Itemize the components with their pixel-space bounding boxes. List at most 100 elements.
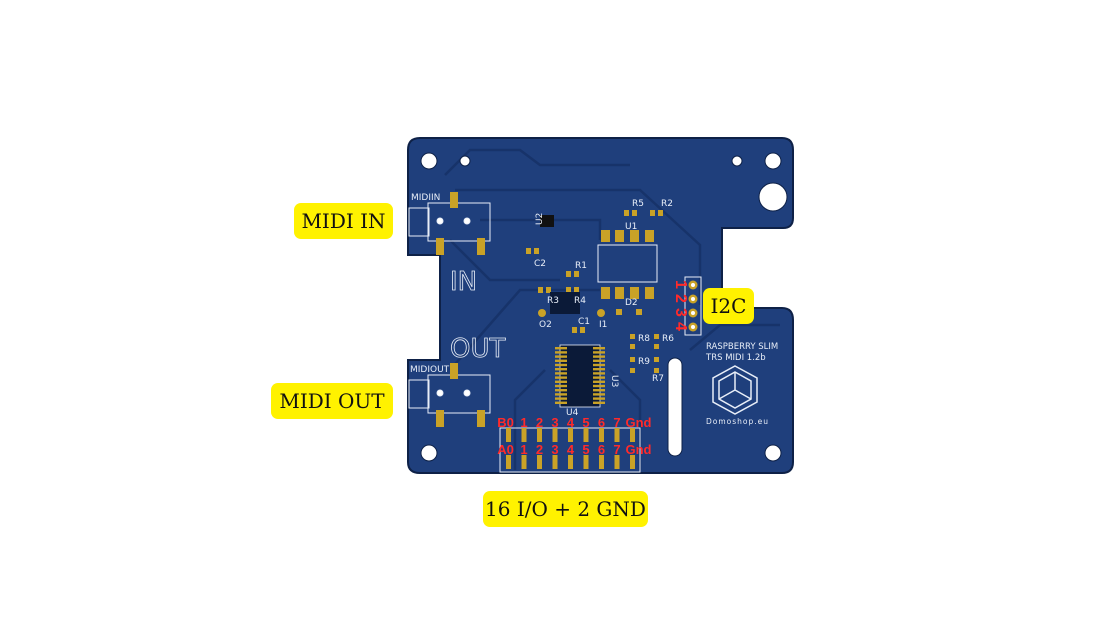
port-b-label: 4: [567, 415, 575, 430]
port-a-label: 7: [613, 442, 620, 457]
header-pin: [506, 455, 511, 469]
u3-pin: [555, 384, 567, 388]
header-pin: [599, 455, 604, 469]
label-r6: R6: [662, 334, 674, 344]
i2c-pad-hole: [691, 311, 695, 315]
i2c-pin-number: 3: [672, 308, 689, 317]
u3-pin: [555, 347, 567, 350]
midi-out-jack: [408, 374, 491, 414]
u3-pin: [555, 389, 567, 392]
u3-pin: [593, 384, 605, 388]
port-a-label: Gnd: [626, 442, 652, 457]
label-u1: U1: [625, 222, 637, 232]
callout-midi-in: MIDI IN: [294, 203, 393, 239]
board-slot: [667, 357, 683, 457]
label-r5: R5: [632, 199, 644, 209]
header-pin: [614, 428, 620, 442]
port-b-label: 1: [520, 415, 527, 430]
i2c-pads: [688, 280, 698, 332]
label-out: OUT: [450, 334, 505, 364]
u3-pin: [593, 380, 605, 383]
port-a-label: 5: [582, 442, 589, 457]
header-pin: [630, 428, 635, 442]
u3-pin: [555, 355, 567, 358]
u3-pin: [593, 355, 605, 358]
u2-chip: [540, 215, 554, 227]
copper-pads: [436, 192, 663, 427]
label-r8: R8: [638, 334, 650, 344]
u3-pin: [593, 351, 605, 354]
u3-pin: [593, 347, 605, 350]
port-b-label: 7: [613, 415, 620, 430]
u3-pin: [593, 359, 605, 362]
header-pin: [583, 455, 589, 469]
header-pin: [537, 428, 542, 442]
u3-pin: [555, 401, 567, 404]
header-pin: [583, 428, 589, 442]
u3-pin: [593, 376, 605, 379]
header-pin: [552, 428, 558, 442]
label-u2: U2: [535, 213, 545, 225]
header-pin: [537, 455, 542, 469]
u3-pin: [555, 393, 567, 396]
port-b-label: 2: [536, 415, 543, 430]
u3-pin: [593, 393, 605, 396]
io-header-pins: [506, 428, 635, 469]
label-d2: D2: [625, 298, 638, 308]
label-c2: C2: [534, 259, 546, 269]
i2c-pad-hole: [691, 325, 695, 329]
callout-i2c: I2C: [703, 288, 754, 324]
label-r1: R1: [575, 261, 587, 271]
u3-pin: [555, 372, 567, 375]
u3-pin: [593, 401, 605, 404]
u3-pin: [555, 363, 567, 367]
label-o2: O2: [539, 320, 552, 330]
callout-16-io-2-gnd: 16 I/O + 2 GND: [483, 491, 648, 527]
u3-pin: [593, 368, 605, 371]
i2c-pin-number: 1: [672, 280, 689, 289]
i2c-pad-hole: [691, 283, 695, 287]
header-pin: [599, 428, 604, 442]
u4-chip: [550, 292, 580, 314]
traces: [444, 148, 780, 470]
u3-pin: [555, 376, 567, 379]
i2c-pin-number: 2: [672, 294, 689, 303]
u3-pin: [593, 372, 605, 375]
u3-pin: [555, 380, 567, 383]
port-a-label: 6: [598, 442, 605, 457]
u3-pin: [555, 397, 567, 400]
i2c-pin-number: 4: [672, 322, 689, 331]
label-r7: R7: [652, 374, 664, 384]
label-c1: C1: [578, 317, 590, 327]
u3-pin: [593, 397, 605, 400]
label-u4: U4: [566, 408, 579, 418]
label-r9: R9: [638, 357, 650, 367]
i2c-header-outline: [684, 276, 702, 336]
header-pin: [521, 428, 527, 442]
u3-pin: [555, 368, 567, 371]
label-r2: R2: [661, 199, 673, 209]
label-r3: R3: [547, 296, 559, 306]
header-pin: [568, 428, 573, 442]
i2c-pad-hole: [691, 297, 695, 301]
u3-body: [559, 344, 601, 408]
midi-in-jack: [408, 202, 491, 242]
header-pin: [521, 455, 527, 469]
header-pin: [614, 455, 620, 469]
label-midiout: MIDIOUT: [410, 365, 450, 375]
u3-chip: [555, 344, 605, 408]
header-pin: [552, 455, 558, 469]
header-pin: [506, 428, 511, 442]
port-b-label: 3: [551, 415, 558, 430]
port-a-label: 4: [567, 442, 575, 457]
label-in: IN: [450, 267, 477, 297]
domoshop-logo-icon: [712, 365, 758, 415]
port-b-label: Gnd: [626, 415, 652, 430]
port-a-label: 3: [551, 442, 558, 457]
brand-text: Domoshop.eu: [706, 417, 769, 426]
port-a-label: 2: [536, 442, 543, 457]
u3-pin: [555, 359, 567, 362]
